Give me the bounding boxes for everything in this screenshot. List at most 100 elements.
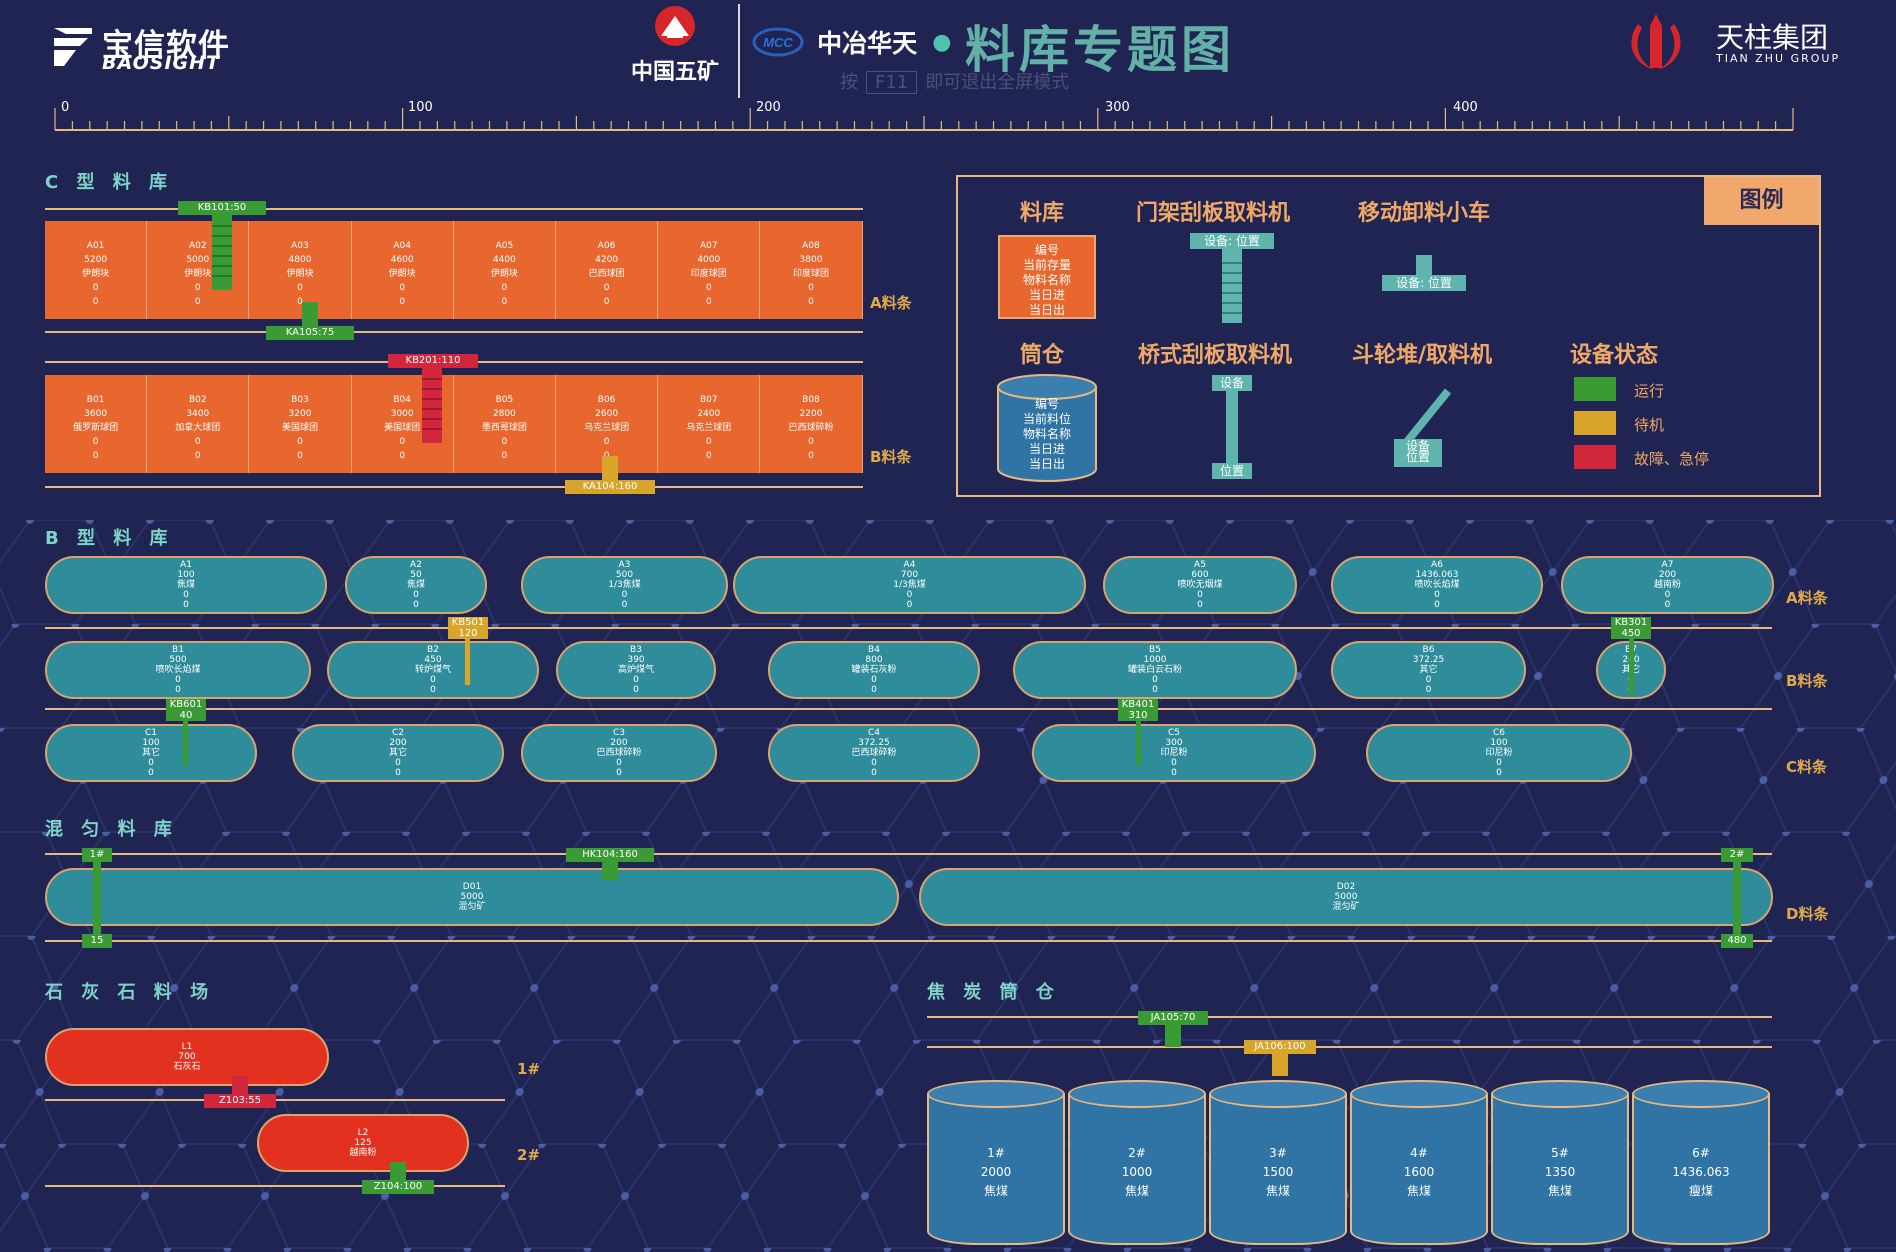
legend-silo-heading: 筒仓 [1020, 343, 1065, 368]
pile-in: 0 [1664, 590, 1671, 600]
ja105-tag[interactable]: JA105:70 [1138, 1011, 1208, 1025]
silo-code: 5# [1551, 1146, 1569, 1160]
blend-bottom-rail [45, 940, 1772, 942]
ka104-tag[interactable]: KA104:160 [565, 480, 655, 494]
legend-bridge-top-tag: 设备 [1212, 375, 1252, 391]
bin-qty: 4800 [288, 255, 312, 265]
blender1-top-tag[interactable]: 1# [82, 848, 112, 862]
pile-name: 印尼粉 [1160, 748, 1188, 758]
pile-d02-qty: 5000 [1334, 892, 1358, 902]
bin-out: 0 [399, 297, 406, 307]
limestone-section-title: 石 灰 石 料 场 [45, 982, 215, 1003]
ruler-label-300: 300 [1105, 100, 1130, 115]
bin-name: 美国球团 [384, 423, 421, 433]
pile-code: A7 [1661, 560, 1674, 570]
bin-qty: 2400 [697, 409, 721, 419]
ruler-label-0: 0 [61, 100, 70, 115]
pile-name: 罐装石灰粉 [851, 665, 897, 675]
pile-out: 0 [1434, 600, 1440, 610]
legend-sample-line: 当日出 [1028, 457, 1065, 471]
pile-d02[interactable]: D02 5000 混匀矿 [919, 868, 1773, 926]
pile-l2[interactable]: L2 125 越南粉 [257, 1114, 469, 1172]
legend-status-running-swatch [1574, 377, 1616, 401]
c-b-bottom-rail [45, 486, 863, 488]
bin-out: 0 [501, 297, 508, 307]
bin-qty: 3400 [186, 409, 210, 419]
pile-qty: 390 [627, 655, 645, 665]
legend-bucket-heading: 斗轮堆/取料机 [1352, 343, 1493, 368]
pile-out: 0 [621, 600, 628, 610]
mcc-globe-icon: MCC [752, 27, 804, 57]
kb201-tag[interactable]: KB201:110 [388, 354, 478, 368]
pile-qty: 700 [900, 570, 919, 580]
tianzhu-cn-name: 天柱集团 [1716, 21, 1829, 54]
bin-code: B04 [393, 395, 411, 405]
bin-name: 乌克兰球团 [584, 423, 630, 433]
kb101-tag[interactable]: KB101:50 [178, 201, 266, 215]
ja106-tag[interactable]: JA106:100 [1244, 1040, 1316, 1054]
legend-title: 图例 [1704, 177, 1819, 225]
z103-tag[interactable]: Z103:55 [204, 1094, 276, 1108]
bin-qty: 3800 [799, 255, 823, 265]
pile-qty: 100 [1490, 738, 1508, 748]
pile-d01[interactable]: D01 5000 混匀矿 [45, 868, 899, 926]
pile-l1[interactable]: L1 700 石灰石 [45, 1028, 329, 1086]
hk104-tag[interactable]: HK104:160 [566, 848, 654, 862]
bin-qty: 5000 [186, 255, 210, 265]
legend-gantry-heading: 门架刮板取料机 [1136, 201, 1291, 226]
silo-top [927, 1080, 1065, 1108]
c-a-top-rail [45, 208, 863, 210]
blender2-top-tag[interactable]: 2# [1721, 848, 1753, 862]
legend-cart-tag: 设备: 位置 [1382, 275, 1466, 291]
bin-out: 0 [194, 451, 201, 461]
ka105-tag[interactable]: KA105:75 [266, 326, 354, 340]
silo-level: 2000 [980, 1165, 1012, 1179]
z104-tag[interactable]: Z104:100 [362, 1180, 434, 1194]
